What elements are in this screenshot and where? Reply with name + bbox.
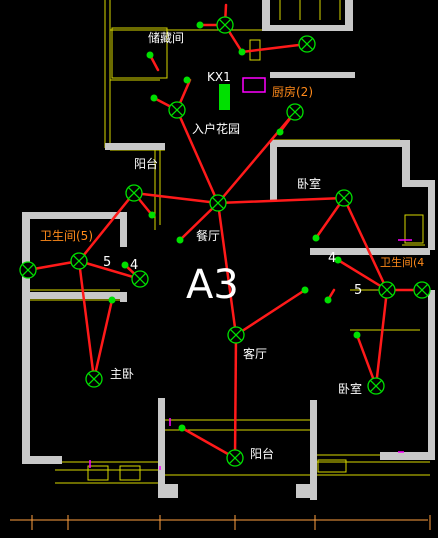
- label-bedroom-bottom: 卧室: [338, 381, 362, 396]
- label-balcony-bottom: 阳台: [250, 446, 274, 461]
- label-entry-garden: 入户花园: [192, 121, 240, 136]
- switch-dot: [334, 256, 342, 264]
- wire-segment: [240, 42, 309, 54]
- switch-dot: [108, 296, 116, 304]
- wire-segment: [234, 288, 307, 337]
- wire-segment: [175, 108, 220, 205]
- label-panel: KX1: [207, 70, 231, 84]
- wire-segment: [77, 259, 96, 381]
- label-num-5-right: 5: [354, 283, 362, 298]
- switch-dot: [178, 424, 186, 432]
- light-fixture-icon: [378, 281, 396, 299]
- light-fixture-icon: [335, 189, 353, 207]
- switch-dot: [146, 51, 154, 59]
- label-living: 客厅: [243, 346, 267, 361]
- light-fixture-icon: [286, 103, 304, 121]
- wire-segment: [374, 288, 389, 388]
- switch-dot: [276, 128, 284, 136]
- wire-segment: [216, 201, 238, 337]
- light-fixture-icon: [227, 326, 245, 344]
- label-balcony-top: 阳台: [134, 156, 158, 171]
- wire-segment: [336, 258, 389, 292]
- light-fixture-icon: [131, 270, 149, 288]
- label-storage: 储藏间: [148, 30, 184, 45]
- label-num-5-left: 5: [103, 255, 111, 270]
- fixtures: [19, 16, 431, 467]
- wire-segment: [132, 191, 220, 205]
- wire-segment: [178, 201, 220, 242]
- wire-segment: [77, 191, 136, 263]
- switch-dot: [196, 21, 204, 29]
- light-fixture-icon: [85, 370, 103, 388]
- wiring: [26, 3, 424, 460]
- switch-dot: [148, 211, 156, 219]
- light-fixture-icon: [125, 184, 143, 202]
- wire-segment: [92, 298, 114, 381]
- switch-dot: [176, 236, 184, 244]
- switch-dot: [121, 261, 129, 269]
- tick-marks: [31, 515, 431, 530]
- switch-dot: [301, 286, 309, 294]
- switch-dot: [183, 76, 191, 84]
- wire-segment: [77, 259, 142, 281]
- switch-dot: [150, 94, 158, 102]
- accent-marks: [89, 77, 412, 470]
- walls: [22, 0, 435, 500]
- room-labels: 储藏间 入户花园 阳台 餐厅 卧室 主卧 客厅 卧室 阳台: [110, 30, 362, 461]
- marker-labels: KX1 5 4 4 5: [103, 70, 362, 298]
- label-num-4-left: 4: [130, 258, 138, 273]
- label-bedroom-top: 卧室: [297, 176, 321, 191]
- plan-title: A3: [186, 262, 239, 308]
- switch-dot: [312, 234, 320, 242]
- light-fixture-icon: [216, 16, 234, 34]
- label-bath-right: 卫生间(4: [380, 255, 424, 269]
- switch-dot: [238, 48, 246, 56]
- distribution-panel: [219, 84, 230, 110]
- label-master-bedroom: 主卧: [110, 367, 134, 381]
- light-fixture-icon: [367, 377, 385, 395]
- label-bath-left: 卫生间(5): [40, 229, 93, 243]
- label-num-4-right: 4: [328, 251, 336, 266]
- wire-segment: [233, 333, 238, 460]
- wire-segment: [216, 196, 346, 205]
- wire-segment: [342, 196, 389, 292]
- light-fixture-icon: [70, 252, 88, 270]
- switch-points: [108, 21, 361, 432]
- label-kitchen: 厨房(2): [272, 84, 313, 99]
- label-dining: 餐厅: [196, 228, 220, 243]
- switch-dot: [324, 296, 332, 304]
- light-fixture-icon: [226, 449, 244, 467]
- light-fixture-icon: [168, 101, 186, 119]
- drafting-lines: [10, 0, 430, 521]
- light-fixture-icon: [298, 35, 316, 53]
- wire-segment: [355, 333, 378, 388]
- light-fixture-icon: [413, 281, 431, 299]
- wire-segment: [180, 426, 237, 460]
- switch-dot: [353, 331, 361, 339]
- light-fixture-icon: [19, 261, 37, 279]
- light-fixture-icon: [209, 194, 227, 212]
- orange-labels: 厨房(2) 卫生间(5) 卫生间(4: [40, 84, 424, 269]
